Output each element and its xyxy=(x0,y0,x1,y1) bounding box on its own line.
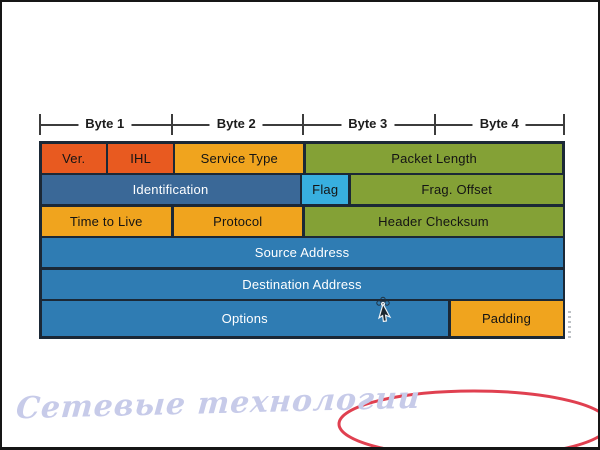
byte-label-3: Byte 3 xyxy=(341,116,395,131)
tiny-vertical-watermark xyxy=(568,311,571,339)
byte-ruler: Byte 1 Byte 2 Byte 3 Byte 4 xyxy=(39,112,565,138)
field-cell: Identification xyxy=(41,175,300,204)
field-cell: Flag xyxy=(302,175,349,204)
ruler-tick xyxy=(39,114,41,135)
field-cell: Service Type xyxy=(175,143,304,173)
ruler-tick xyxy=(563,114,565,135)
field-cell: Options xyxy=(41,301,448,336)
ruler-tick xyxy=(170,114,173,135)
field-cell: Header Checksum xyxy=(304,206,563,236)
field-cell: Source Address xyxy=(41,238,563,267)
field-cell: Destination Address xyxy=(41,269,563,299)
field-cell: IHL xyxy=(108,143,173,173)
byte-label-4: Byte 4 xyxy=(472,116,526,131)
byte-label-2: Byte 2 xyxy=(209,116,263,131)
ruler-tick xyxy=(433,114,436,135)
ruler-tick xyxy=(302,114,304,135)
header-row-4: Source Address xyxy=(41,238,563,267)
field-cell: Packet Length xyxy=(305,143,563,173)
field-cell: Padding xyxy=(450,301,563,336)
field-cell: Ver. xyxy=(41,143,106,173)
channel-watermark: Сетевые технологии xyxy=(14,380,422,427)
byte-label-1: Byte 1 xyxy=(78,116,132,131)
header-row-5: Destination Address xyxy=(41,269,563,299)
field-cell: Protocol xyxy=(173,206,302,236)
field-cell: Frag. Offset xyxy=(350,175,563,204)
field-cell: Time to Live xyxy=(41,206,172,236)
